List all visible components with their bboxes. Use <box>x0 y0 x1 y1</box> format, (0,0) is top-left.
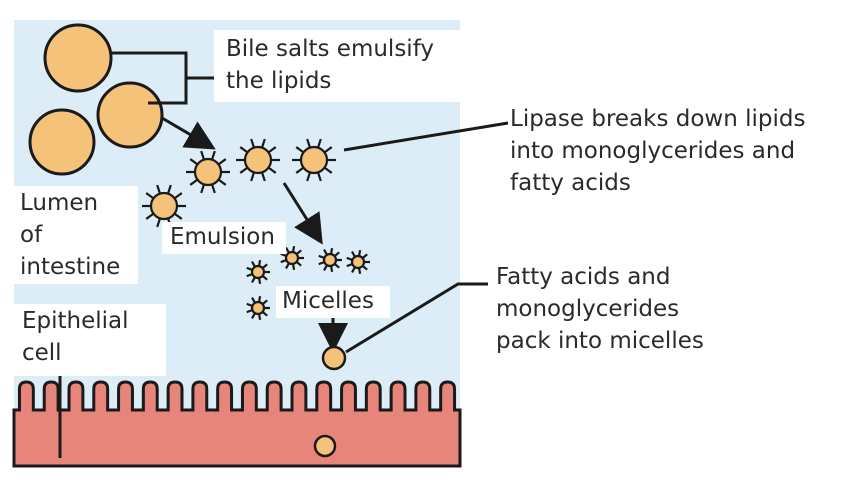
arrow-to-emulsion <box>161 116 216 150</box>
lumen-label-box <box>14 186 138 284</box>
micelle-absorbed <box>313 434 337 458</box>
epithelial-tissue <box>12 380 462 468</box>
bile-label-line-2: the lipids <box>226 68 332 94</box>
micelle <box>280 245 304 271</box>
fatty-label-line-2: monoglycerides <box>496 296 680 322</box>
emulsion-label: Emulsion <box>170 224 275 250</box>
arrow-to-micelles <box>282 182 323 245</box>
lipid-droplet <box>96 81 164 149</box>
fatty-label-line-1: Fatty acids and <box>496 264 671 290</box>
lumen-label-line-3: intestine <box>20 254 121 280</box>
bile-label-line-1: Bile salts emulsify <box>226 36 434 62</box>
bile-label-box <box>214 30 460 102</box>
micelles-label-box <box>276 286 390 318</box>
emulsion-droplet <box>142 184 186 228</box>
micelle-at-surface <box>321 345 347 371</box>
lipid-droplet <box>43 23 113 93</box>
micelles-label: Micelles <box>282 288 374 314</box>
micelle <box>346 249 370 275</box>
micelle <box>318 247 342 273</box>
emulsion-droplet <box>186 150 230 194</box>
lipase-label-line-3: fatty acids <box>510 170 631 196</box>
epithelial-label-line-2: cell <box>22 340 62 366</box>
fatty-leader <box>345 282 488 354</box>
emulsion-droplet <box>236 138 280 182</box>
emulsion-droplet <box>292 138 336 182</box>
micelle <box>246 259 270 285</box>
lipase-label-line-2: into monoglycerides and <box>510 138 796 164</box>
lumen-label-line-2: of <box>20 222 43 248</box>
epithelial-label-line-1: Epithelial <box>22 308 129 334</box>
epithelial-label-box <box>14 304 166 376</box>
lipid-droplet <box>28 108 96 176</box>
lipase-leader <box>343 121 509 152</box>
micelle <box>246 295 270 321</box>
lipase-label-line-1: Lipase breaks down lipids <box>510 106 806 132</box>
emulsion-label-box <box>162 222 286 254</box>
fatty-label-line-3: pack into micelles <box>496 328 704 354</box>
micelle-particles <box>246 245 370 321</box>
emulsion-droplets <box>142 138 336 228</box>
lumen-label-line-1: Lumen <box>20 190 99 216</box>
